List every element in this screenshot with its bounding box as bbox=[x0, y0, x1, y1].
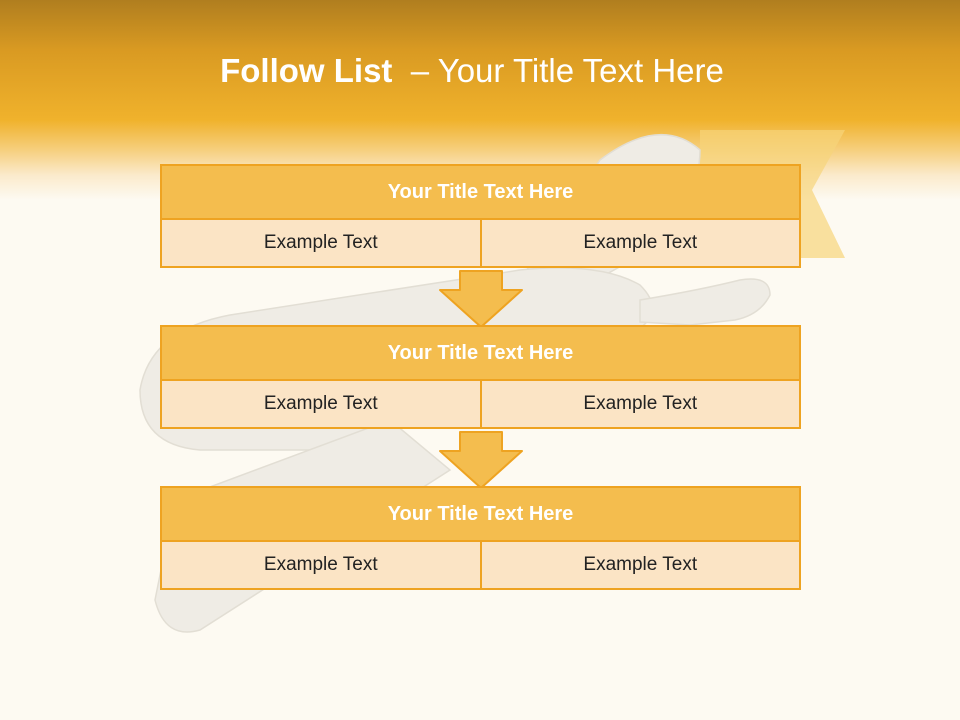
step-cell-right: Example Text bbox=[479, 218, 801, 268]
step-row: Example Text Example Text bbox=[160, 218, 801, 268]
step-cell-right: Example Text bbox=[479, 540, 801, 590]
step-cell-left: Example Text bbox=[160, 379, 482, 429]
step-row: Example Text Example Text bbox=[160, 379, 801, 429]
step-cell-left: Example Text bbox=[160, 540, 482, 590]
step-cell-left: Example Text bbox=[160, 218, 482, 268]
down-arrow-icon bbox=[439, 270, 523, 328]
step-box-1: Your Title Text Here Example Text Exampl… bbox=[160, 164, 801, 268]
step-title: Your Title Text Here bbox=[160, 164, 801, 220]
step-row: Example Text Example Text bbox=[160, 540, 801, 590]
wrench-shape bbox=[639, 278, 771, 326]
step-cell-right: Example Text bbox=[479, 379, 801, 429]
slide-title: Follow List – Your Title Text Here bbox=[0, 52, 944, 90]
step-title: Your Title Text Here bbox=[160, 325, 801, 381]
step-box-2: Your Title Text Here Example Text Exampl… bbox=[160, 325, 801, 429]
slide-title-bold: Follow List bbox=[220, 52, 393, 89]
step-title: Your Title Text Here bbox=[160, 486, 801, 542]
step-box-3: Your Title Text Here Example Text Exampl… bbox=[160, 486, 801, 590]
down-arrow-icon bbox=[439, 431, 523, 489]
slide-title-rest: – Your Title Text Here bbox=[410, 52, 724, 89]
